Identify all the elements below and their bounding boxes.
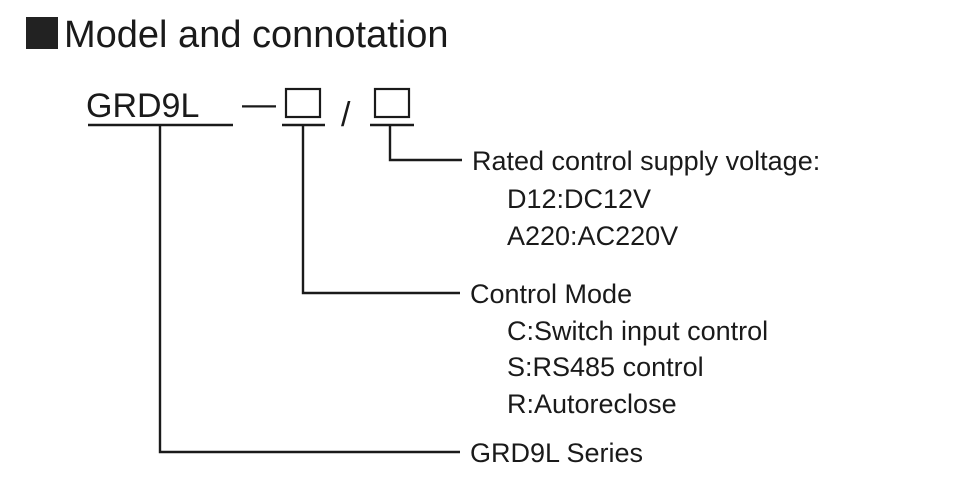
- page-title: Model and connotation: [64, 14, 449, 56]
- mode-item: S:RS485 control: [507, 352, 704, 382]
- title-square-marker: [26, 17, 58, 49]
- mode-item: R:Autoreclose: [507, 389, 677, 419]
- mode-item: C:Switch input control: [507, 316, 768, 346]
- series-connector-line: [158, 125, 460, 454]
- model-prefix: GRD9L: [86, 87, 199, 125]
- mode-code-box: [284, 87, 322, 119]
- voltage-heading: Rated control supply voltage:: [472, 146, 820, 176]
- series-heading: GRD9L Series: [470, 438, 643, 468]
- voltage-connector-line: [388, 125, 462, 162]
- model-dash: —: [242, 85, 276, 123]
- mode-heading: Control Mode: [470, 279, 632, 309]
- model-slash: /: [341, 96, 351, 134]
- voltage-item: A220:AC220V: [507, 221, 678, 251]
- mode-connector-line: [301, 125, 460, 295]
- voltage-item: D12:DC12V: [507, 184, 651, 214]
- voltage-code-box: [373, 87, 411, 119]
